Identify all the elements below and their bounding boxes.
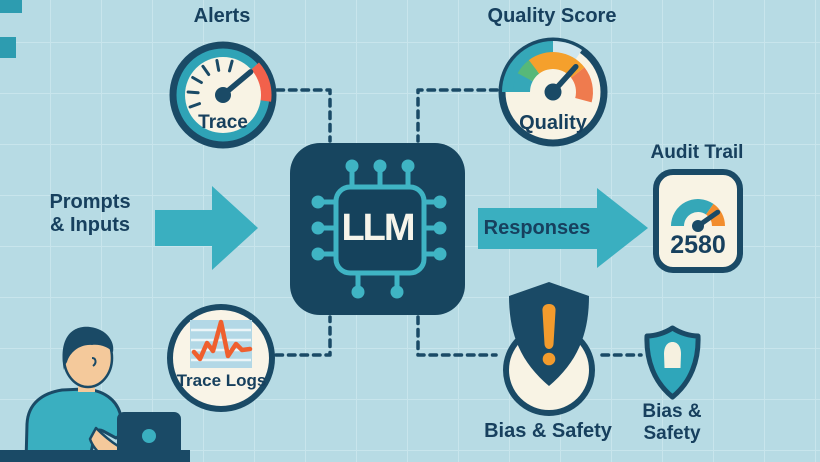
gauge-ticks [186, 59, 234, 109]
exclamation-dot [542, 352, 556, 366]
alerts-title: Alerts [193, 5, 251, 27]
output-arrow-icon [478, 188, 648, 268]
responses-label: Responses [483, 217, 591, 239]
bias-safety-large-label: Bias & Safety [484, 420, 612, 442]
person-ear [91, 357, 97, 367]
desk-surface [0, 450, 190, 462]
quality-score-title: Quality Score [487, 5, 617, 27]
connector-llm-to-shield [416, 315, 498, 357]
audit-trail-icon [653, 169, 743, 273]
gauge-alert-segment [250, 62, 272, 102]
llm-label: LLM [341, 207, 415, 249]
laptop-logo [142, 429, 156, 443]
gauge-hub [215, 87, 231, 103]
input-arrow-icon [155, 186, 258, 270]
bias-small-line2: Safety [643, 423, 701, 444]
mini-chart-line [191, 319, 253, 362]
bias-safety-small-shield-icon [644, 325, 701, 400]
trace-logs-label: Trace Logs [176, 371, 267, 390]
llm-chip-icon [311, 159, 447, 299]
connector-alerts-to-llm [275, 88, 332, 143]
prompts-line1: Prompts [49, 191, 131, 213]
chip-body [333, 184, 427, 276]
quality-gauge-icon [498, 37, 608, 147]
bias-safety-shield-icon [503, 282, 595, 416]
corner-accent-rect [0, 0, 22, 13]
quality-gauge-label: Quality [519, 112, 587, 134]
connector-quality-to-llm [416, 88, 499, 143]
bias-small-line1: Bias & [642, 401, 702, 422]
chip-pin-dots [311, 159, 447, 299]
exclamation-bar [542, 304, 556, 349]
person-at-laptop-illustration [0, 326, 190, 462]
gauge-hub [544, 83, 562, 101]
bias-safety-small-label: Bias & Safety [622, 401, 722, 445]
trace-gauge-icon [169, 41, 277, 149]
prompts-line2: & Inputs [50, 214, 130, 236]
audit-trail-value: 2580 [670, 231, 726, 259]
prompts-inputs-label: Prompts & Inputs [30, 191, 150, 237]
person-hair [62, 326, 114, 370]
connector-tracelogs-to-llm [274, 315, 332, 357]
edge-accent-rect [0, 37, 16, 58]
audit-trail-title: Audit Trail [650, 142, 744, 163]
trace-gauge-label: Trace [198, 112, 248, 133]
audit-hub [692, 220, 704, 232]
small-shield-emblem [664, 342, 681, 368]
trace-logs-icon [167, 304, 275, 412]
audit-arc-teal [671, 199, 714, 226]
